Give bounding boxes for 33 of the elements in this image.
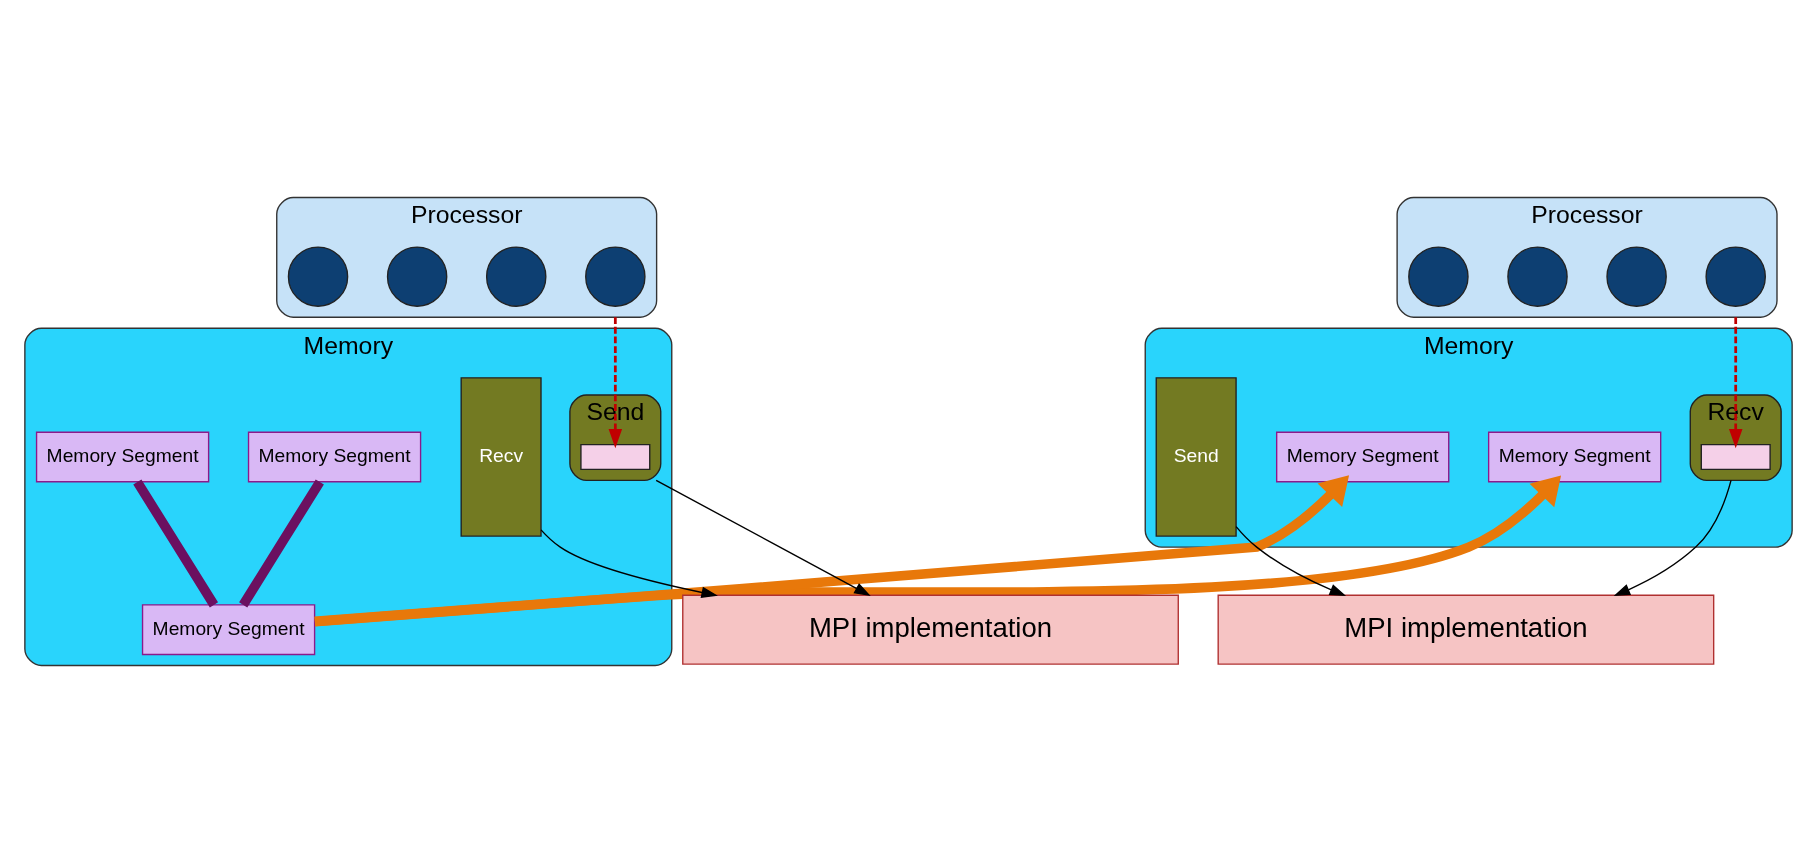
node-box: Memory Segment [141, 604, 316, 656]
cluster: Processor [1396, 196, 1778, 318]
arrow [1728, 317, 1743, 449]
node-circle [585, 246, 646, 307]
connector [133, 479, 219, 608]
cluster: Recv [1689, 394, 1782, 482]
node-circle [1408, 246, 1469, 307]
node-box [1700, 443, 1771, 471]
node-circle [1507, 246, 1568, 307]
node-box: Recv [460, 377, 542, 537]
node-box [580, 443, 651, 471]
node-box: Memory Segment [247, 431, 422, 483]
arrow [314, 475, 1350, 627]
node-box: Memory Segment [35, 431, 210, 483]
node-circle [386, 246, 448, 307]
node-box: MPI implementation [682, 594, 1179, 665]
cluster: Send [569, 394, 662, 482]
node-circle [1705, 246, 1766, 307]
node-circle [287, 246, 349, 307]
node-box: Send [1155, 377, 1237, 537]
node-circle [485, 246, 547, 307]
connector [239, 479, 324, 608]
node-box: MPI implementation [1217, 594, 1715, 665]
arrow [1613, 479, 1732, 597]
node-box: Memory Segment [1487, 431, 1662, 483]
node-box: Memory Segment [1276, 431, 1450, 483]
arrow [1235, 525, 1347, 596]
arrow [655, 479, 871, 597]
arrow [540, 529, 718, 599]
arrow [608, 317, 623, 449]
cluster: Processor [276, 196, 658, 318]
node-circle [1606, 246, 1667, 307]
arrow [314, 475, 1562, 627]
